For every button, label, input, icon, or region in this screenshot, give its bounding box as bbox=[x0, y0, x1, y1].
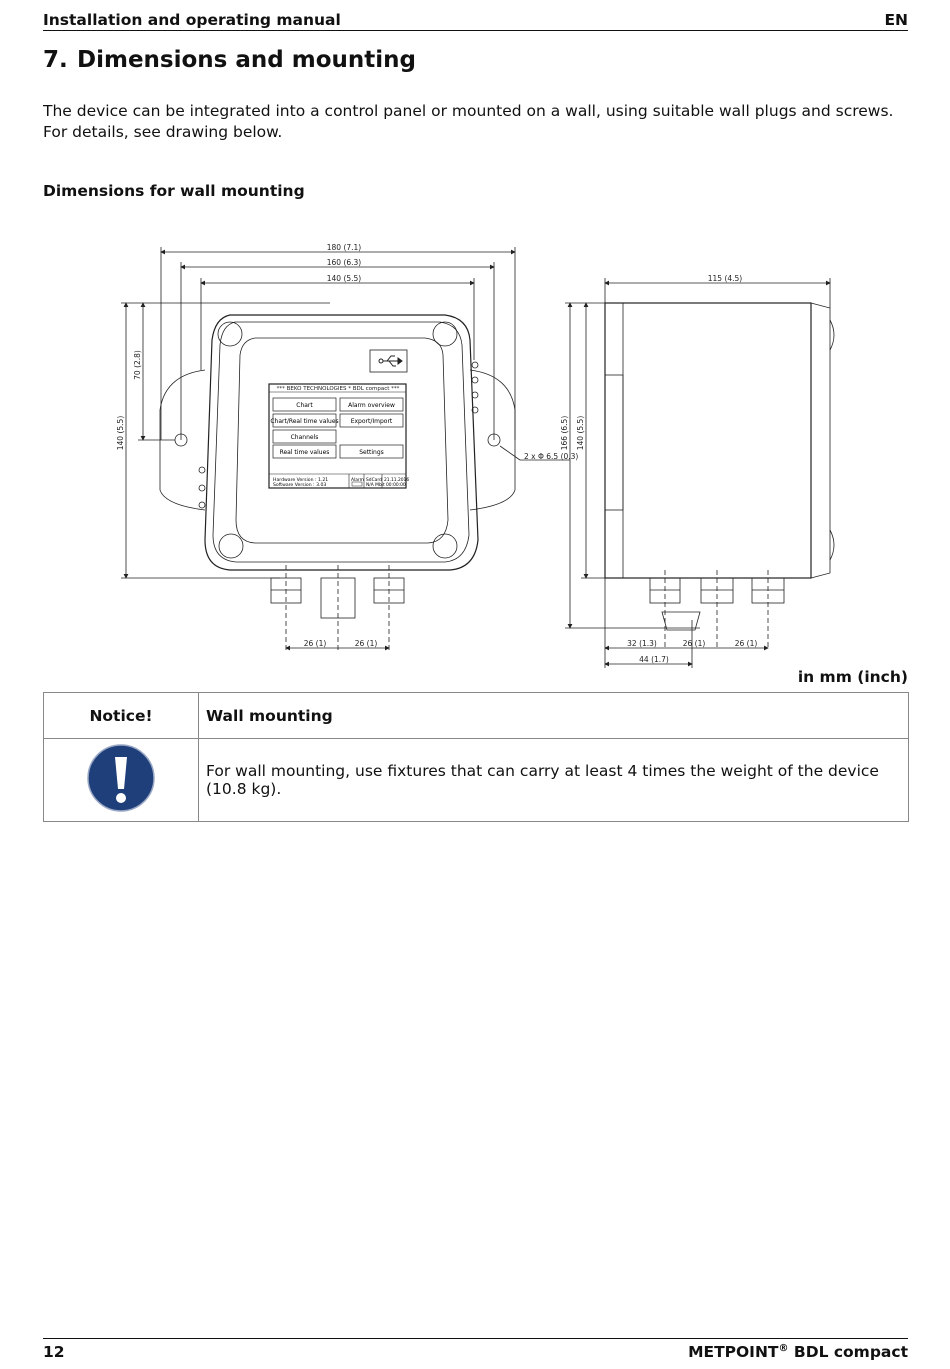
dimension-drawing: *** BEKO TECHNOLOGIES * BDL compact *** … bbox=[116, 243, 835, 668]
notice-text: For wall mounting, use fixtures that can… bbox=[198, 738, 909, 822]
dim-hole: 2 x Φ 6.5 (0.3) bbox=[524, 452, 578, 461]
screen-time: 00:00:00 bbox=[386, 482, 406, 488]
header-lang: EN bbox=[884, 11, 908, 29]
screen-button-realtime: Real time values bbox=[280, 449, 330, 456]
dim-width-160: 160 (6.3) bbox=[327, 258, 362, 267]
screen-button-chart: Chart bbox=[296, 402, 313, 409]
dim-side-115: 115 (4.5) bbox=[708, 274, 743, 283]
dim-width-180: 180 (7.1) bbox=[327, 243, 362, 252]
screen-button-settings: Settings bbox=[359, 449, 384, 456]
dim-height-70: 70 (2.8) bbox=[133, 350, 142, 380]
product-model: BDL compact bbox=[788, 1343, 908, 1362]
registered-mark: ® bbox=[778, 1343, 789, 1354]
dim-side-166: 166 (6.5) bbox=[560, 416, 569, 451]
page-number: 12 bbox=[43, 1343, 65, 1361]
page-footer: 12 METPOINT® BDL compact bbox=[43, 1338, 908, 1361]
screen-alarm-label: Alarm bbox=[351, 477, 364, 483]
screen-hw-version: Hardware Version : 1.21 bbox=[273, 477, 328, 483]
dim-side-26-a: 26 (1) bbox=[683, 639, 706, 648]
section-title: Dimensions and mounting bbox=[77, 47, 416, 73]
notice-table: Notice! Wall mounting For wall mounting,… bbox=[43, 692, 909, 822]
screen-date: 21.11.2016 bbox=[384, 477, 409, 483]
screen-button-alarm: Alarm overview bbox=[348, 402, 395, 409]
screen-mbit-label: N/A Mbit bbox=[366, 482, 385, 488]
exclamation-icon bbox=[87, 744, 155, 812]
notice-label: Notice! bbox=[43, 692, 199, 739]
screen-sdcard-label: SdCard bbox=[366, 477, 382, 483]
screen-button-channels: Channels bbox=[291, 434, 319, 441]
section-heading: 7. Dimensions and mounting bbox=[43, 47, 416, 73]
dim-height-140: 140 (5.5) bbox=[116, 416, 125, 451]
page-header: Installation and operating manual EN bbox=[43, 10, 908, 31]
notice-icon-cell bbox=[43, 738, 199, 822]
dim-side-140: 140 (5.5) bbox=[576, 416, 585, 451]
header-title: Installation and operating manual bbox=[43, 11, 341, 29]
product-brand: METPOINT bbox=[688, 1343, 779, 1362]
dim-side-44: 44 (1.7) bbox=[639, 655, 669, 664]
screen-sw-version: Software Version : 3.03 bbox=[273, 482, 326, 488]
product-name: METPOINT® BDL compact bbox=[688, 1343, 908, 1361]
usb-icon bbox=[378, 355, 403, 367]
dim-width-140: 140 (5.5) bbox=[327, 274, 362, 283]
section-number: 7. bbox=[43, 47, 68, 73]
screen-button-chart-realtime: Chart/Real time values bbox=[270, 418, 338, 425]
subheading: Dimensions for wall mounting bbox=[43, 182, 305, 200]
notice-title: Wall mounting bbox=[198, 692, 909, 739]
intro-paragraph: The device can be integrated into a cont… bbox=[43, 102, 894, 141]
device-screen: *** BEKO TECHNOLOGIES * BDL compact *** … bbox=[268, 383, 409, 489]
screen-button-export: Export/Import bbox=[351, 418, 393, 425]
unit-note: in mm (inch) bbox=[797, 668, 908, 686]
dim-bottom-26-a: 26 (1) bbox=[304, 639, 327, 648]
dim-side-32: 32 (1.3) bbox=[627, 639, 657, 648]
screen-title: *** BEKO TECHNOLOGIES * BDL compact *** bbox=[277, 386, 400, 392]
dim-bottom-26-b: 26 (1) bbox=[355, 639, 378, 648]
dim-side-26-b: 26 (1) bbox=[735, 639, 758, 648]
